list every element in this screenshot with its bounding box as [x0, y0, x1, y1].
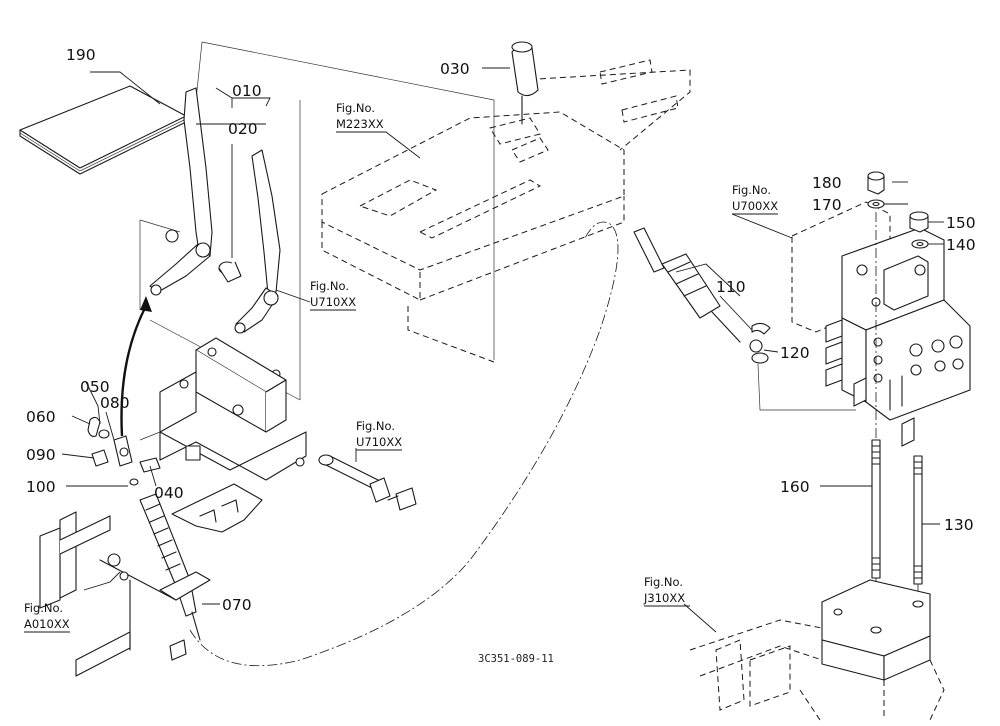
svg-text:U700XX: U700XX	[732, 199, 778, 213]
svg-text:J310XX: J310XX	[643, 591, 685, 605]
part-label-010: 010	[232, 82, 262, 100]
manual-sheet-drawing	[19, 85, 187, 175]
figure-ref-j310xx[interactable]: Fig.No. J310XX	[643, 575, 690, 607]
part-label-140: 140	[946, 236, 976, 254]
svg-text:Fig.No.: Fig.No.	[336, 101, 375, 115]
part-label-050: 050	[80, 378, 110, 396]
leader-lines	[61, 67, 944, 633]
part-label-060: 060	[26, 408, 56, 426]
mount-bracket-drawing	[39, 483, 263, 677]
part-label-120: 120	[780, 344, 810, 362]
svg-text:M223XX: M223XX	[336, 117, 384, 131]
part-label-090: 090	[26, 446, 56, 464]
part-label-170: 170	[812, 196, 842, 214]
figure-ref-u700xx[interactable]: Fig.No. U700XX	[732, 183, 778, 215]
part-label-180: 180	[812, 174, 842, 192]
svg-text:Fig.No.: Fig.No.	[644, 575, 683, 589]
figure-ref-a010xx[interactable]: Fig.No. A010XX	[24, 601, 70, 633]
part-label-030: 030	[440, 60, 470, 78]
svg-text:A010XX: A010XX	[24, 617, 70, 631]
lever-bracket-drawing	[139, 337, 307, 481]
figure-references: Fig.No. M223XX Fig.No. U710XX Fig.No. U7…	[24, 101, 778, 633]
part-label-080: 080	[100, 394, 130, 412]
console-cover-drawing	[321, 59, 691, 363]
linkage-small-parts	[87, 416, 161, 486]
part-label-040: 040	[154, 484, 184, 502]
part-label-150: 150	[946, 214, 976, 232]
part-label-190: 190	[66, 46, 96, 64]
shift-lever-assembly	[149, 87, 281, 379]
part-label-100: 100	[26, 478, 56, 496]
part-label-070: 070	[222, 596, 252, 614]
diagram-code: 3C351-089-11	[478, 653, 554, 665]
shift-knob-drawing	[511, 41, 539, 125]
svg-text:Fig.No.: Fig.No.	[732, 183, 771, 197]
pivot-pin-drawing	[318, 454, 417, 511]
figure-ref-m223xx[interactable]: Fig.No. M223XX	[336, 101, 384, 133]
assembly-direction-arrow	[120, 296, 152, 437]
transmission-case-drawing	[689, 579, 945, 721]
svg-text:Fig.No.: Fig.No.	[356, 419, 395, 433]
svg-text:U710XX: U710XX	[310, 295, 356, 309]
figure-ref-u710xx-upper[interactable]: Fig.No. U710XX	[310, 279, 356, 311]
svg-text:U710XX: U710XX	[356, 435, 402, 449]
svg-text:Fig.No.: Fig.No.	[24, 601, 63, 615]
part-label-130: 130	[944, 516, 974, 534]
part-label-110: 110	[716, 278, 746, 296]
part-number-labels: 190 010 020 030 050 060 080 090 100 040 …	[26, 46, 976, 614]
part-label-020: 020	[228, 120, 258, 138]
valve-block-drawing	[791, 201, 971, 447]
part-label-160: 160	[780, 478, 810, 496]
rod-end-drawing	[633, 227, 856, 411]
figure-ref-u710xx-lower[interactable]: Fig.No. U710XX	[356, 419, 402, 451]
svg-text:Fig.No.: Fig.No.	[310, 279, 349, 293]
nuts-and-washers	[867, 171, 929, 249]
